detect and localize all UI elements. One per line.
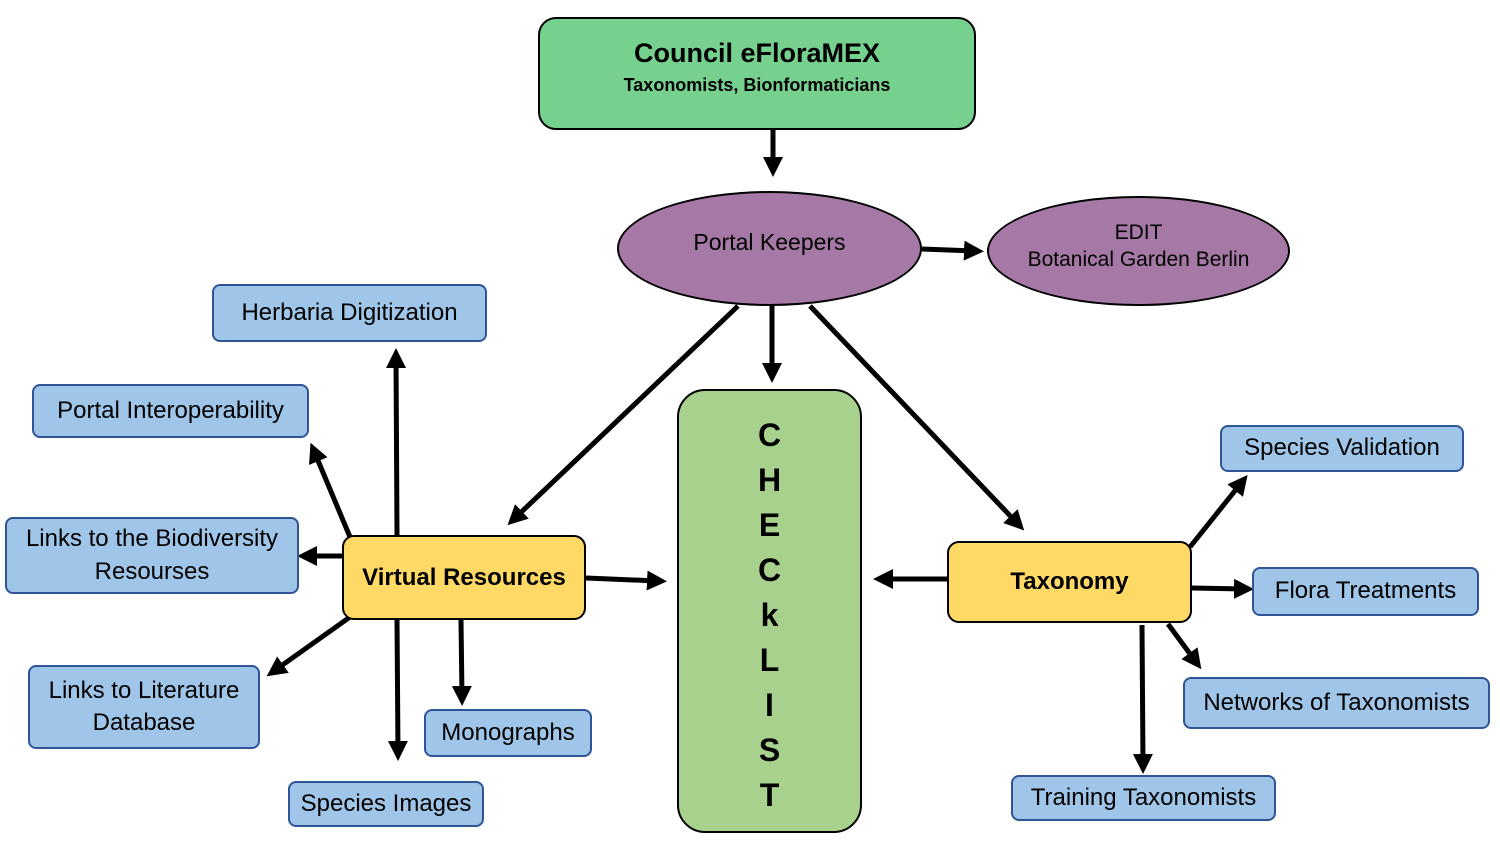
edit-line1: EDIT: [1114, 220, 1163, 244]
council-title: Council eFloraMEX: [633, 37, 881, 68]
portal-interoperability-label: Portal Interoperability: [57, 396, 284, 424]
arrow-virtual-resources-to-checklist: [585, 570, 667, 591]
literature-links-node: Links to Literature Database: [28, 665, 260, 749]
herbaria-digitization-node: Herbaria Digitization: [212, 284, 487, 342]
literature-links-line2: Database: [92, 709, 196, 736]
virtual-resources-label: Virtual Resources: [362, 563, 566, 591]
arrow-portal-keepers-to-virtual-resources: [507, 304, 740, 526]
checklist-letter: C: [757, 417, 782, 453]
flora-treatments-label: Flora Treatments: [1274, 577, 1457, 605]
networks-of-taxonomists-label: Networks of Taxonomists: [1203, 688, 1470, 716]
portal-keepers-label: Portal Keepers: [693, 228, 846, 255]
portal-keepers-node: Portal Keepers: [617, 191, 922, 306]
biodiversity-links-node: Links to the Biodiversity Resourses: [5, 517, 299, 594]
checklist-letter: S: [758, 732, 781, 768]
taxonomy-label: Taxonomy: [1010, 568, 1129, 595]
edit-node: EDIT Botanical Garden Berlin: [987, 196, 1290, 306]
arrow-vr-to-herbaria: [386, 348, 407, 536]
checklist-letter: L: [759, 642, 780, 678]
arrow-vr-to-species-images: [387, 619, 408, 761]
biodiversity-links-line2: Resourses: [94, 557, 210, 585]
arrow-taxonomy-to-species-validation: [1188, 474, 1248, 549]
species-validation-label: Species Validation: [1244, 434, 1440, 462]
arrow-portal-keepers-to-taxonomy: [808, 304, 1025, 531]
portal-interoperability-node: Portal Interoperability: [32, 384, 309, 438]
monographs-node: Monographs: [424, 709, 592, 757]
species-images-node: Species Images: [288, 781, 484, 827]
checklist-letter: C: [757, 552, 782, 588]
biodiversity-links-line1: Links to the Biodiversity: [25, 525, 279, 553]
networks-of-taxonomists-node: Networks of Taxonomists: [1183, 677, 1490, 729]
arrow-vr-to-literature: [266, 614, 352, 677]
checklist-letter: I: [765, 687, 774, 723]
flora-treatments-node: Flora Treatments: [1252, 567, 1479, 616]
training-taxonomists-node: Training Taxonomists: [1011, 775, 1276, 821]
arrow-vr-to-monographs: [451, 619, 472, 706]
herbaria-digitization-label: Herbaria Digitization: [241, 298, 458, 326]
training-taxonomists-label: Training Taxonomists: [1030, 783, 1257, 811]
arrow-vr-to-portal-interop: [309, 442, 353, 538]
virtual-resources-node: Virtual Resources: [342, 535, 586, 620]
council-subtitle: Taxonomists, Bionformaticians: [623, 74, 891, 95]
edit-line2: Botanical Garden Berlin: [1027, 248, 1250, 271]
checklist-letter: k: [760, 597, 779, 633]
species-images-label: Species Images: [300, 789, 472, 817]
council-node: Council eFloraMEX Taxonomists, Bionforma…: [538, 17, 976, 130]
arrow-taxonomy-to-networks: [1165, 622, 1202, 670]
arrow-taxonomy-to-training: [1132, 624, 1153, 774]
arrow-portal-keepers-to-edit: [921, 240, 984, 261]
monographs-label: Monographs: [441, 718, 575, 746]
arrow-taxonomy-to-flora-treatments: [1191, 578, 1254, 599]
checklist-letter: T: [759, 777, 780, 813]
taxonomy-node: Taxonomy: [947, 541, 1192, 623]
species-validation-node: Species Validation: [1220, 425, 1464, 472]
checklist-letter: E: [758, 507, 781, 543]
literature-links-line1: Links to Literature: [48, 676, 240, 704]
checklist-letter: H: [757, 462, 782, 498]
